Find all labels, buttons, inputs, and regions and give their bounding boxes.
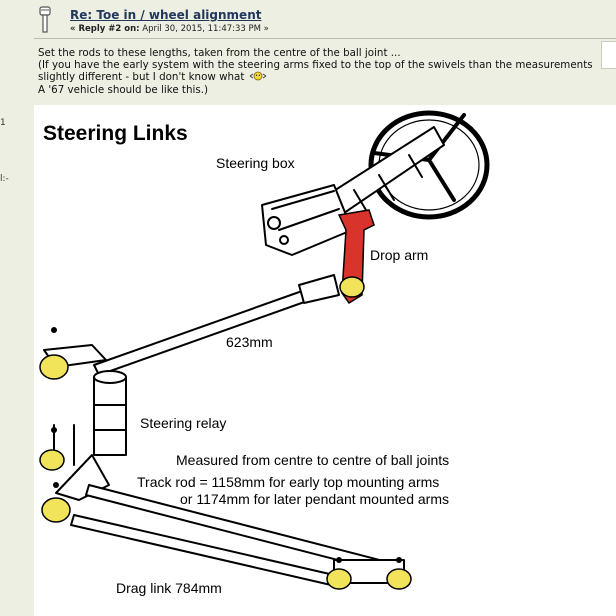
reply-label: « Reply #2 on: xyxy=(70,24,140,34)
steering-wheel xyxy=(368,110,490,220)
label-measured: Measured from centre to centre of ball j… xyxy=(176,452,450,468)
diagram-drawing xyxy=(39,110,490,590)
ball-joint xyxy=(39,354,69,380)
ball-joint xyxy=(339,276,365,298)
label-drag-link: Drag link 784mm xyxy=(116,580,222,596)
post-icon xyxy=(39,6,51,33)
shrug-smiley-icon xyxy=(249,72,266,81)
ball-joint xyxy=(326,568,352,590)
post-line: Set the rods to these lengths, taken fro… xyxy=(38,47,401,59)
ball-joint xyxy=(39,449,65,471)
label-track-rod: Track rod = 1158mm for early top mountin… xyxy=(137,474,440,490)
left-column-fragment: 1 xyxy=(0,118,6,128)
post-line-text: slightly different - but I don't know wh… xyxy=(38,71,245,84)
label-drop-arm: Drop arm xyxy=(370,247,429,263)
post-divider xyxy=(34,38,616,39)
side-box xyxy=(601,41,616,69)
post-body: Set the rods to these lengths, taken fro… xyxy=(38,47,616,96)
label-track-rod-alt: or 1174mm for later pendant mounted arms xyxy=(180,491,449,507)
label-rod-length: 623mm xyxy=(226,334,273,350)
ball-joint xyxy=(41,497,71,523)
steering-diagram: Steering Links Steering box Drop arm 623… xyxy=(34,105,616,616)
post-line: (If you have the early system with the s… xyxy=(38,59,593,72)
label-steering-relay: Steering relay xyxy=(140,415,227,431)
diagram-title: Steering Links xyxy=(43,122,188,145)
post-header: Re: Toe in / wheel alignment « Reply #2 … xyxy=(34,6,616,36)
label-steering-box: Steering box xyxy=(216,155,295,171)
post-title-link[interactable]: Re: Toe in / wheel alignment xyxy=(70,8,262,22)
left-column-fragment: l:- xyxy=(0,174,9,184)
post-line: A '67 vehicle should be like this.) xyxy=(38,83,209,96)
post-meta: « Reply #2 on: April 30, 2015, 11:47:33 … xyxy=(70,24,269,34)
post-date: April 30, 2015, 11:47:33 PM » xyxy=(142,24,269,34)
ball-joint xyxy=(386,568,412,590)
post-line: slightly different - but I don't know wh… xyxy=(38,71,616,83)
